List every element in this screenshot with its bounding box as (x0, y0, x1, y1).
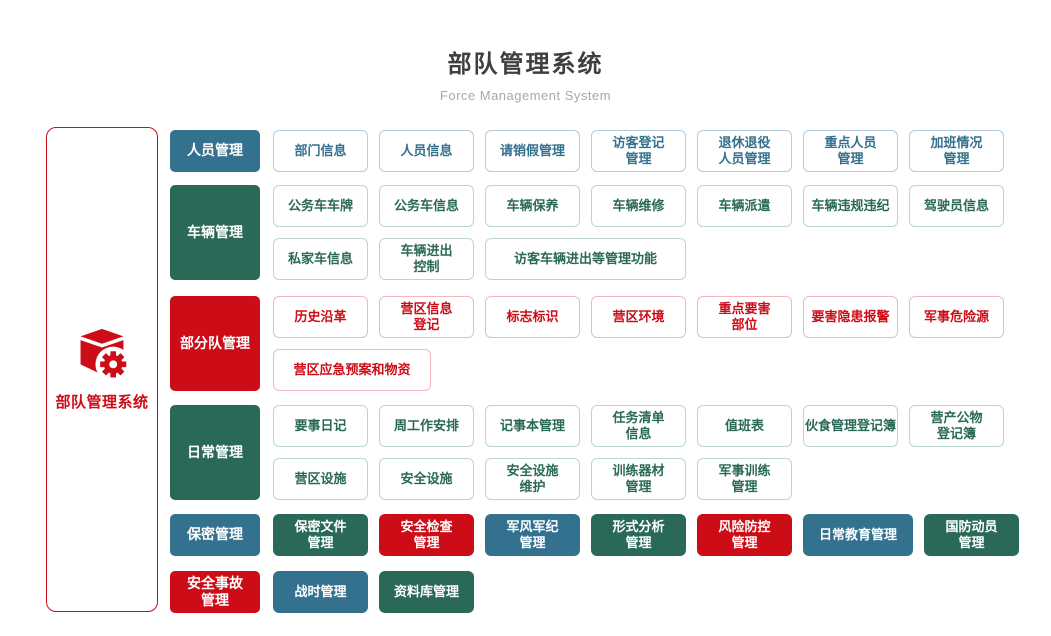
module-box[interactable]: 标志标识 (485, 296, 580, 338)
module-box[interactable]: 重点要害 部位 (697, 296, 792, 338)
item-line: 保密文件 管理安全检查 管理军风军纪 管理形式分析 管理风险防控 管理日常教育管… (273, 514, 1019, 556)
module-box[interactable]: 部门信息 (273, 130, 368, 172)
module-box[interactable]: 加班情况 管理 (909, 130, 1004, 172)
item-lines: 历史沿革营区信息 登记标志标识营区环境重点要害 部位要害隐患报警军事危险源营区应… (273, 296, 1004, 391)
category-box[interactable]: 车辆管理 (170, 185, 260, 280)
row-group: 保密管理保密文件 管理安全检查 管理军风军纪 管理形式分析 管理风险防控 管理日… (170, 514, 1019, 556)
module-box[interactable]: 国防动员 管理 (924, 514, 1019, 556)
module-box[interactable]: 安全设施 维护 (485, 458, 580, 500)
module-box[interactable]: 访客车辆进出等管理功能 (485, 238, 686, 280)
module-box[interactable]: 公务车车牌 (273, 185, 368, 227)
category-box[interactable]: 保密管理 (170, 514, 260, 556)
module-box[interactable]: 资料库管理 (379, 571, 474, 613)
module-box[interactable]: 访客登记 管理 (591, 130, 686, 172)
module-box[interactable]: 保密文件 管理 (273, 514, 368, 556)
module-box[interactable]: 营产公物 登记簿 (909, 405, 1004, 447)
module-box[interactable]: 营区信息 登记 (379, 296, 474, 338)
item-lines: 战时管理资料库管理 (273, 571, 474, 613)
item-lines: 要事日记周工作安排记事本管理任务清单 信息值班表伙食管理登记簿营产公物 登记簿营… (273, 405, 1004, 500)
category-box[interactable]: 部分队管理 (170, 296, 260, 391)
module-box[interactable]: 要事日记 (273, 405, 368, 447)
module-box[interactable]: 形式分析 管理 (591, 514, 686, 556)
page-title: 部队管理系统 (447, 51, 604, 78)
module-box[interactable]: 退休退役 人员管理 (697, 130, 792, 172)
item-lines: 部门信息人员信息请销假管理访客登记 管理退休退役 人员管理重点人员 管理加班情况… (273, 130, 1004, 172)
module-box[interactable]: 任务清单 信息 (591, 405, 686, 447)
row-group: 安全事故 管理战时管理资料库管理 (170, 571, 1019, 613)
item-line: 公务车车牌公务车信息车辆保养车辆维修车辆派遣车辆违规违纪驾驶员信息 (273, 185, 1004, 227)
module-box[interactable]: 车辆维修 (591, 185, 686, 227)
module-box[interactable]: 营区环境 (591, 296, 686, 338)
module-box[interactable]: 日常教育管理 (803, 514, 913, 556)
module-box[interactable]: 营区应急预案和物资 (273, 349, 431, 391)
item-line: 部门信息人员信息请销假管理访客登记 管理退休退役 人员管理重点人员 管理加班情况… (273, 130, 1004, 172)
page-subtitle: Force Management System (439, 88, 612, 103)
module-box[interactable]: 风险防控 管理 (697, 514, 792, 556)
module-box[interactable]: 车辆保养 (485, 185, 580, 227)
row-group: 日常管理要事日记周工作安排记事本管理任务清单 信息值班表伙食管理登记簿营产公物 … (170, 405, 1019, 500)
module-box[interactable]: 私家车信息 (273, 238, 368, 280)
module-box[interactable]: 营区设施 (273, 458, 368, 500)
item-line: 历史沿革营区信息 登记标志标识营区环境重点要害 部位要害隐患报警军事危险源 (273, 296, 1004, 338)
module-box[interactable]: 请销假管理 (485, 130, 580, 172)
item-line: 要事日记周工作安排记事本管理任务清单 信息值班表伙食管理登记簿营产公物 登记簿 (273, 405, 1004, 447)
row-group: 车辆管理公务车车牌公务车信息车辆保养车辆维修车辆派遣车辆违规违纪驾驶员信息私家车… (170, 185, 1019, 280)
module-box[interactable]: 伙食管理登记簿 (803, 405, 898, 447)
category-box[interactable]: 人员管理 (170, 130, 260, 172)
item-line: 营区应急预案和物资 (273, 349, 1004, 391)
cube-gear-icon (80, 328, 130, 383)
module-box[interactable]: 军事训练 管理 (697, 458, 792, 500)
module-box[interactable]: 安全设施 (379, 458, 474, 500)
item-line: 营区设施安全设施安全设施 维护训练器材 管理军事训练 管理 (273, 458, 1004, 500)
module-box[interactable]: 车辆进出 控制 (379, 238, 474, 280)
module-box[interactable]: 战时管理 (273, 571, 368, 613)
module-box[interactable]: 重点人员 管理 (803, 130, 898, 172)
module-box[interactable]: 要害隐患报警 (803, 296, 898, 338)
item-lines: 公务车车牌公务车信息车辆保养车辆维修车辆派遣车辆违规违纪驾驶员信息私家车信息车辆… (273, 185, 1004, 280)
category-box[interactable]: 日常管理 (170, 405, 260, 500)
module-box[interactable]: 周工作安排 (379, 405, 474, 447)
page-header: 部队管理系统 Force Management System (0, 44, 1051, 103)
module-box[interactable]: 历史沿革 (273, 296, 368, 338)
category-box[interactable]: 安全事故 管理 (170, 571, 260, 613)
module-box[interactable]: 训练器材 管理 (591, 458, 686, 500)
item-lines: 保密文件 管理安全检查 管理军风军纪 管理形式分析 管理风险防控 管理日常教育管… (273, 514, 1019, 556)
module-box[interactable]: 公务车信息 (379, 185, 474, 227)
module-box[interactable]: 军风军纪 管理 (485, 514, 580, 556)
item-line: 私家车信息车辆进出 控制访客车辆进出等管理功能 (273, 238, 1004, 280)
module-box[interactable]: 军事危险源 (909, 296, 1004, 338)
module-box[interactable]: 驾驶员信息 (909, 185, 1004, 227)
module-box[interactable]: 人员信息 (379, 130, 474, 172)
module-box[interactable]: 值班表 (697, 405, 792, 447)
row-group: 部分队管理历史沿革营区信息 登记标志标识营区环境重点要害 部位要害隐患报警军事危… (170, 296, 1019, 391)
module-rows: 人员管理部门信息人员信息请销假管理访客登记 管理退休退役 人员管理重点人员 管理… (170, 130, 1019, 613)
module-box[interactable]: 车辆违规违纪 (803, 185, 898, 227)
item-line: 战时管理资料库管理 (273, 571, 474, 613)
row-group: 人员管理部门信息人员信息请销假管理访客登记 管理退休退役 人员管理重点人员 管理… (170, 130, 1019, 172)
module-box[interactable]: 安全检查 管理 (379, 514, 474, 556)
module-box[interactable]: 车辆派遣 (697, 185, 792, 227)
module-box[interactable]: 记事本管理 (485, 405, 580, 447)
root-system-label: 部队管理系统 (55, 394, 149, 411)
root-system-box: 部队管理系统 (46, 127, 158, 612)
